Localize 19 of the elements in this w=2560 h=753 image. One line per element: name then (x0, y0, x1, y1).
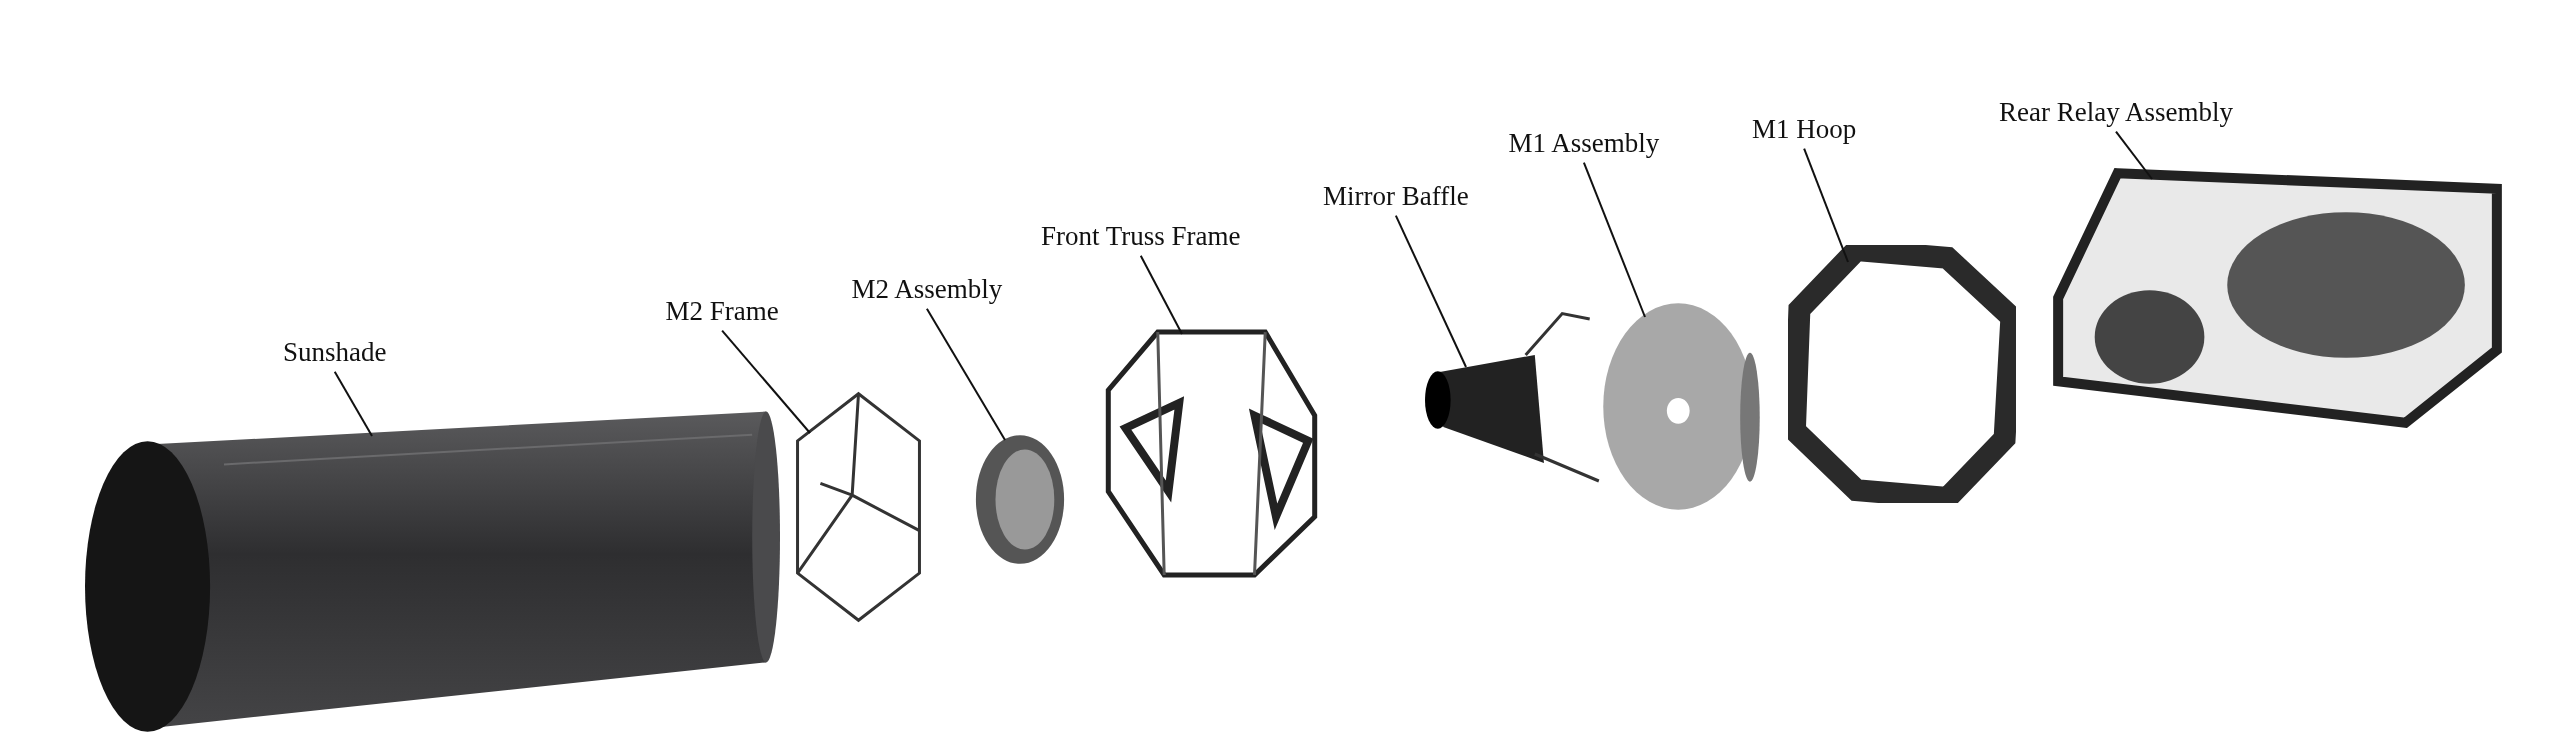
part-label: M2 Frame (665, 297, 779, 327)
part-label: Mirror Baffle (1323, 182, 1469, 212)
leader-line (333, 370, 373, 437)
leader-line (2115, 130, 2153, 180)
part-label: M2 Assembly (851, 275, 1003, 305)
leader-line (1803, 147, 1849, 263)
truss-frame-drawing (1104, 327, 1319, 580)
part-label: Front Truss Frame (1041, 222, 1241, 252)
part-label: Sunshade (283, 338, 387, 368)
leader-line (1582, 161, 1646, 318)
leader-line (1139, 254, 1183, 335)
hoop-drawing (1788, 245, 2016, 503)
part-label: M1 Hoop (1752, 115, 1857, 145)
leader-line (925, 307, 1006, 441)
part-label: Rear Relay Assembly (1999, 98, 2233, 128)
frame-drawing (795, 389, 922, 625)
leader-line (721, 329, 811, 434)
part-label: M1 Assembly (1508, 129, 1660, 159)
leader-line (1394, 214, 1467, 368)
